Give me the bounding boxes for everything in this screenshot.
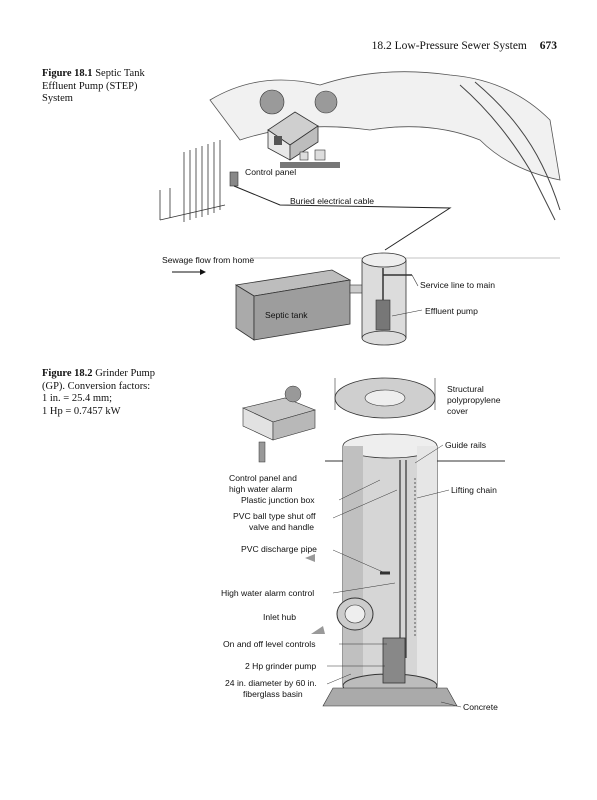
figure-18-2-illustration: Structural polypropylene cover Guide rai…: [221, 377, 505, 712]
septic-tank: [234, 269, 352, 341]
tree: [259, 89, 285, 115]
house-sketch: [242, 385, 316, 463]
fence: [159, 140, 226, 222]
road-edge: [459, 84, 556, 221]
caption-line: 1 Hp = 0.7457 kW: [42, 405, 121, 417]
page-number: 673: [539, 40, 557, 52]
label-ball-valve-2: valve and handle: [249, 522, 314, 532]
figure-18-1-illustration: Control panel Buried electrical cable Se…: [159, 71, 561, 346]
label-cover-1: Structural: [447, 384, 484, 394]
label-junction-box: Plastic junction box: [241, 495, 315, 505]
label-level-controls: On and off level controls: [223, 639, 316, 649]
patio: [280, 162, 340, 168]
structural-cover: [334, 377, 436, 419]
label-service-line: Service line to main: [420, 280, 495, 290]
figure-18-2-caption: Figure 18.2 Grinder Pump (GP). Conversio…: [42, 368, 182, 418]
figure-number: Figure 18.1: [42, 68, 93, 79]
hillside: [209, 71, 561, 181]
label-buried-electrical-cable: Buried electrical cable: [290, 196, 374, 206]
inlet-arrow: [311, 626, 325, 634]
pump-vault: [361, 252, 412, 346]
label-ball-valve-1: PVC ball type shut off: [233, 511, 316, 521]
control-panel-box: [229, 171, 239, 187]
label-guide-rails: Guide rails: [445, 440, 486, 450]
label-concrete: Concrete: [463, 702, 498, 712]
buried-electrical-cable: [233, 185, 452, 251]
label-lifting-chain: Lifting chain: [451, 485, 497, 495]
caption-line: (GP). Conversion factors:: [42, 380, 151, 392]
section-title: 18.2 Low-Pressure Sewer System: [371, 40, 527, 52]
label-control-panel-2: high water alarm: [229, 484, 293, 494]
label-control-panel: Control panel: [245, 167, 296, 177]
label-sewage-flow: Sewage flow from home: [162, 255, 254, 265]
label-septic-tank: Septic tank: [265, 310, 308, 320]
label-basin-1: 24 in. diameter by 60 in.: [225, 678, 317, 688]
caption-line: System: [42, 93, 73, 104]
label-alarm-control: High water alarm control: [221, 588, 314, 598]
caption-line: Grinder Pump: [95, 368, 155, 379]
label-control-panel-1: Control panel and: [229, 473, 297, 483]
label-inlet-hub: Inlet hub: [263, 612, 296, 622]
label-cover-3: cover: [447, 406, 468, 416]
discharge-arrow: [305, 554, 315, 562]
caption-line: Effluent Pump (STEP): [42, 80, 138, 92]
label-basin-2: fiberglass basin: [243, 689, 303, 699]
caption-line: Septic Tank: [95, 68, 145, 79]
road-edge: [474, 81, 561, 211]
label-discharge-pipe: PVC discharge pipe: [241, 544, 317, 554]
grinder-pump: [382, 637, 406, 684]
figure-number: Figure 18.2: [42, 368, 93, 379]
house: [267, 111, 319, 161]
caption-line: 1 in. = 25.4 mm;: [42, 393, 113, 404]
label-grinder-pump: 2 Hp grinder pump: [245, 661, 316, 671]
label-cover-2: polypropylene: [447, 395, 501, 405]
figure-18-1-caption: Figure 18.1 Septic Tank Effluent Pump (S…: [42, 68, 182, 106]
running-header: 18.2 Low-Pressure Sewer System 673: [372, 40, 557, 52]
tree: [314, 90, 338, 114]
label-effluent-pump: Effluent pump: [425, 306, 478, 316]
